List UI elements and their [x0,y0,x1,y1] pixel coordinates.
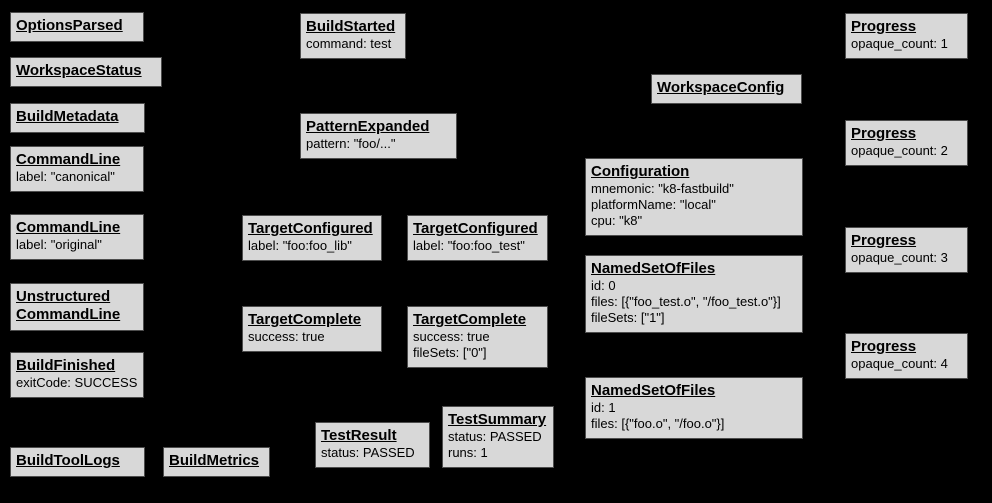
node-title: BuildToolLogs [16,452,120,469]
node-build-tool-logs: BuildToolLogs [10,447,145,477]
node-target-configured-foo-test: TargetConfigured label: "foo:foo_test" [407,215,548,261]
node-title: TargetConfigured [413,220,538,237]
node-title: CommandLine [16,219,121,236]
node-title: WorkspaceStatus [16,62,142,79]
node-title: TestResult [321,427,397,444]
node-title: NamedSetOfFiles [591,382,716,399]
node-field: exitCode: SUCCESS [16,375,138,390]
node-title: CommandLine [16,151,121,168]
node-configuration: Configuration mnemonic: "k8-fastbuild" p… [585,158,803,236]
node-progress-2: Progress opaque_count: 2 [845,120,968,166]
node-workspace-status: WorkspaceStatus [10,57,162,87]
node-title: BuildStarted [306,18,396,35]
node-title: Unstructured [16,288,111,305]
node-target-complete-foo-test: TargetComplete success: true fileSets: [… [407,306,548,368]
node-workspace-config: WorkspaceConfig [651,74,802,104]
node-field: success: true [248,329,325,344]
node-title: Progress [851,232,917,249]
node-build-started: BuildStarted command: test [300,13,406,59]
node-target-configured-foo-lib: TargetConfigured label: "foo:foo_lib" [242,215,382,261]
node-field: opaque_count: 2 [851,143,948,158]
node-title: Progress [851,125,917,142]
node-field: label: "foo:foo_lib" [248,238,352,253]
node-pattern-expanded: PatternExpanded pattern: "foo/..." [300,113,457,159]
node-title: Configuration [591,163,690,180]
node-progress-4: Progress opaque_count: 4 [845,333,968,379]
node-test-summary: TestSummary status: PASSED runs: 1 [442,406,554,468]
node-field: success: true [413,329,490,344]
node-build-metrics: BuildMetrics [163,447,270,477]
node-title: Progress [851,338,917,355]
node-title: BuildFinished [16,357,116,374]
node-field: id: 0 [591,278,616,293]
node-field: id: 1 [591,400,616,415]
node-field: label: "canonical" [16,169,115,184]
node-field: runs: 1 [448,445,488,460]
node-title: NamedSetOfFiles [591,260,716,277]
node-title: WorkspaceConfig [657,79,785,96]
node-field: label: "original" [16,237,102,252]
node-field: fileSets: ["1"] [591,310,665,325]
node-named-set-of-files-0: NamedSetOfFiles id: 0 files: [{"foo_test… [585,255,803,333]
node-target-complete-foo-lib: TargetComplete success: true [242,306,382,352]
node-title: Progress [851,18,917,35]
node-title-line2: CommandLine [16,306,121,323]
node-field: opaque_count: 4 [851,356,948,371]
node-field: files: [{"foo.o", "/foo.o"}] [591,416,725,431]
node-field: status: PASSED [321,445,415,460]
node-title: OptionsParsed [16,17,123,34]
node-field: status: PASSED [448,429,542,444]
node-title: BuildMetrics [169,452,260,469]
node-field: platformName: "local" [591,197,716,212]
node-unstructured-command-line: Unstructured CommandLine [10,283,144,331]
node-progress-3: Progress opaque_count: 3 [845,227,968,273]
node-title: TargetComplete [248,311,362,328]
node-build-metadata: BuildMetadata [10,103,145,133]
node-field: mnemonic: "k8-fastbuild" [591,181,734,196]
node-title: PatternExpanded [306,118,430,135]
node-field: label: "foo:foo_test" [413,238,525,253]
node-title: TargetConfigured [248,220,373,237]
node-field: opaque_count: 1 [851,36,948,51]
node-title: TestSummary [448,411,547,428]
node-field: cpu: "k8" [591,213,643,228]
node-options-parsed: OptionsParsed [10,12,144,42]
node-field: command: test [306,36,392,51]
node-command-line-original: CommandLine label: "original" [10,214,144,260]
node-field: pattern: "foo/..." [306,136,396,151]
node-field: files: [{"foo_test.o", "/foo_test.o"}] [591,294,781,309]
node-build-finished: BuildFinished exitCode: SUCCESS [10,352,144,398]
node-command-line-canonical: CommandLine label: "canonical" [10,146,144,192]
node-progress-1: Progress opaque_count: 1 [845,13,968,59]
node-test-result: TestResult status: PASSED [315,422,430,468]
node-field: opaque_count: 3 [851,250,948,265]
node-title: TargetComplete [413,311,527,328]
node-field: fileSets: ["0"] [413,345,487,360]
node-named-set-of-files-1: NamedSetOfFiles id: 1 files: [{"foo.o", … [585,377,803,439]
node-title: BuildMetadata [16,108,119,125]
